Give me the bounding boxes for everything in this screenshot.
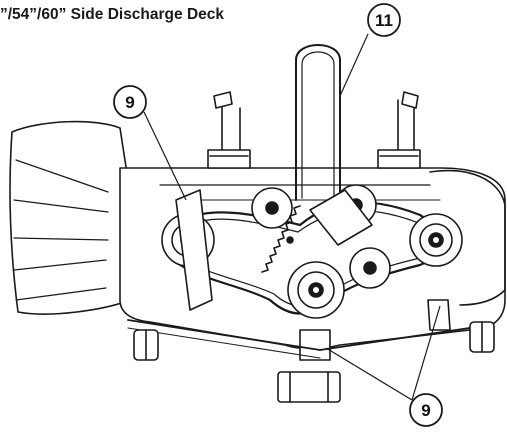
idler-pulley-left (251, 187, 293, 229)
discharge-chute (9, 120, 131, 315)
gauge-wheel-left (133, 329, 159, 361)
idler-arm (309, 189, 373, 246)
discharge-chute-ribs (13, 159, 109, 301)
right-baffle (427, 299, 451, 331)
left-lift-bracket (207, 91, 251, 169)
idler-pulley-right (349, 247, 391, 289)
front-baffle (299, 329, 331, 361)
callout-9-bottom: 9 (409, 393, 443, 427)
leader-line-11 (339, 33, 369, 97)
left-baffle (175, 189, 213, 311)
tension-spring (261, 205, 301, 273)
leader-line-9-top (143, 111, 187, 201)
upper-belt-loop (295, 44, 341, 201)
callout-11: 11 (367, 3, 401, 37)
leader-line-9-bottom-b (325, 347, 413, 401)
callout-9-top-label: 9 (125, 93, 134, 112)
front-roller-bracket (277, 371, 341, 403)
right-spindle-pulley (409, 213, 463, 267)
deck-right-cover (429, 169, 506, 306)
gauge-wheel-right (469, 321, 495, 353)
callout-11-label: 11 (375, 11, 393, 30)
center-spindle-pulley (287, 261, 345, 319)
callout-9-bottom-label: 9 (421, 401, 430, 420)
leader-line-9-bottom-a (411, 305, 441, 401)
right-lift-bracket (377, 91, 421, 169)
figure-title: ”/54”/60” Side Discharge Deck (0, 6, 225, 23)
callout-9-top: 9 (113, 85, 147, 119)
